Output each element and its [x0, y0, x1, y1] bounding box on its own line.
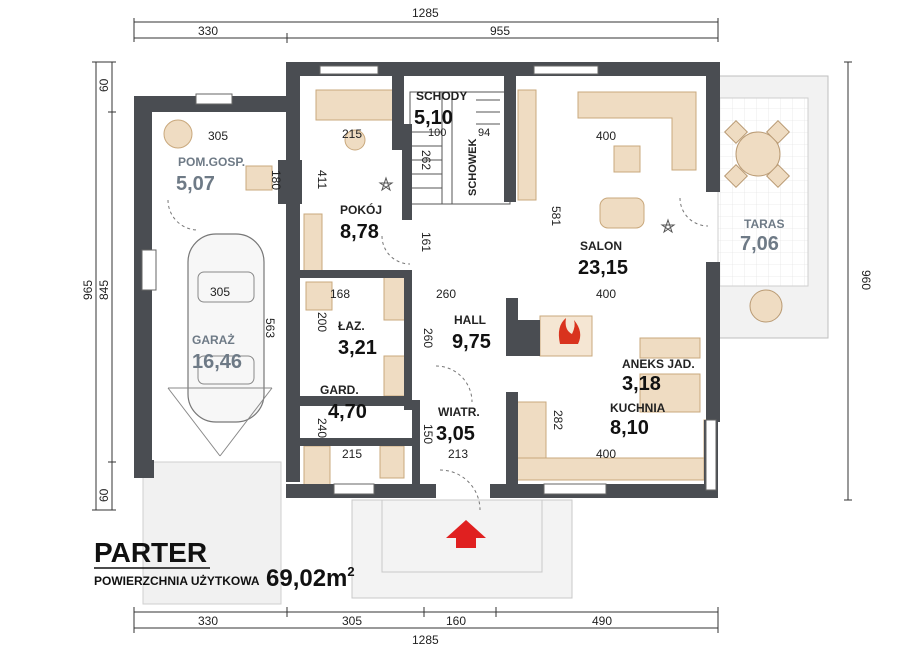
room-name-hall: HALL — [454, 313, 486, 327]
dim-bottom-d: 490 — [592, 614, 612, 628]
dim-bottom-total: 1285 — [412, 633, 439, 647]
dim-563: 563 — [263, 318, 277, 338]
dim-305b: 305 — [210, 285, 230, 299]
dim-left-top: 60 — [97, 78, 111, 92]
dim-bottom-c: 160 — [446, 614, 466, 628]
dimension-lines — [92, 18, 852, 633]
dim-bottom-a: 330 — [198, 614, 218, 628]
car-icon — [187, 233, 265, 423]
driveway-area — [142, 461, 282, 605]
walls — [134, 62, 720, 498]
staircase — [409, 91, 511, 205]
dim-282: 282 — [551, 410, 565, 430]
room-area-kuchnia: 8,10 — [610, 417, 649, 439]
room-area-pokoj: 8,78 — [340, 221, 379, 243]
dim-left-bottom: 60 — [97, 488, 111, 502]
room-area-aneks: 3,18 — [622, 373, 661, 395]
room-area-salon: 23,15 — [578, 257, 628, 279]
room-name-kuchnia: KUCHNIA — [610, 401, 666, 415]
dim-left-total: 965 — [81, 280, 95, 300]
room-area-schody: 5,10 — [414, 107, 453, 129]
room-name-laz: ŁAZ. — [338, 319, 365, 333]
room-name-salon: SALON — [580, 239, 622, 253]
fireplace-flame-icon — [558, 318, 581, 344]
garage-door-swing — [167, 387, 273, 457]
dim-100: 100 — [428, 127, 446, 139]
room-name-aneks: ANEKS JAD. — [622, 357, 695, 371]
windows — [141, 65, 717, 495]
dim-200: 200 — [315, 312, 329, 332]
dim-94: 94 — [478, 127, 490, 139]
dim-150: 150 — [421, 424, 435, 444]
entrance-landing — [351, 499, 573, 599]
dim-305a: 305 — [208, 129, 228, 143]
terrace-furniture — [723, 119, 791, 323]
room-area-laz: 3,21 — [338, 337, 377, 359]
dim-180: 180 — [269, 170, 283, 190]
dim-400a: 400 — [596, 129, 616, 143]
room-name-garaz: GARAŻ — [192, 332, 235, 347]
total-area-superscript: 2 — [347, 564, 354, 579]
room-area-wiatr: 3,05 — [436, 423, 475, 445]
dim-bottom-b: 305 — [342, 614, 362, 628]
dim-213: 213 — [448, 447, 468, 461]
dim-260b: 260 — [421, 328, 435, 348]
dim-left-inner: 845 — [97, 280, 111, 300]
dim-right-total: 960 — [859, 270, 873, 290]
room-name-pokoj: POKÓJ — [340, 202, 382, 217]
room-area-taras: 7,06 — [740, 233, 779, 255]
room-area-gard: 4,70 — [328, 401, 367, 423]
dim-top-total: 1285 — [412, 6, 439, 20]
entrance-arrow-icon — [446, 520, 486, 548]
room-name-wiatr: WIATR. — [438, 405, 480, 419]
plant-icon — [378, 176, 676, 234]
room-name-taras: TARAS — [744, 217, 784, 231]
room-area-pom-gosp: 5,07 — [176, 173, 215, 195]
dim-240: 240 — [315, 418, 329, 438]
room-name-schody: SCHODY — [416, 89, 467, 103]
dim-400b: 400 — [596, 287, 616, 301]
dim-581: 581 — [549, 206, 563, 226]
door-swings — [167, 197, 709, 511]
dim-262: 262 — [419, 150, 433, 170]
total-area-value: 69,02m — [266, 565, 347, 592]
furniture — [163, 89, 715, 487]
dim-top-left: 330 — [198, 24, 218, 38]
room-name-gard: GARD. — [320, 383, 359, 397]
dim-161: 161 — [419, 232, 433, 252]
dim-168: 168 — [330, 287, 350, 301]
room-labels: POM.GOSP. 5,07 GARAŻ 16,46 POKÓJ 8,78 SC… — [176, 89, 784, 445]
room-name-schowek: SCHOWEK — [467, 139, 479, 197]
dim-260a: 260 — [436, 287, 456, 301]
dim-top-right: 955 — [490, 24, 510, 38]
entrance-step — [381, 499, 543, 573]
dim-215a: 215 — [342, 127, 362, 141]
total-area: 69,02m2 — [266, 564, 355, 592]
floor-subtitle: POWIERZCHNIA UŻYTKOWA — [94, 573, 260, 588]
dim-215b: 215 — [342, 447, 362, 461]
dimension-labels: 1285 330 955 330 305 160 490 1285 60 845… — [81, 6, 873, 647]
room-area-garaz: 16,46 — [192, 351, 242, 373]
dim-400c: 400 — [596, 447, 616, 461]
dim-411: 411 — [315, 170, 329, 189]
room-name-pom-gosp: POM.GOSP. — [178, 155, 245, 169]
floor-title: PARTER — [94, 537, 207, 568]
room-area-hall: 9,75 — [452, 331, 491, 353]
